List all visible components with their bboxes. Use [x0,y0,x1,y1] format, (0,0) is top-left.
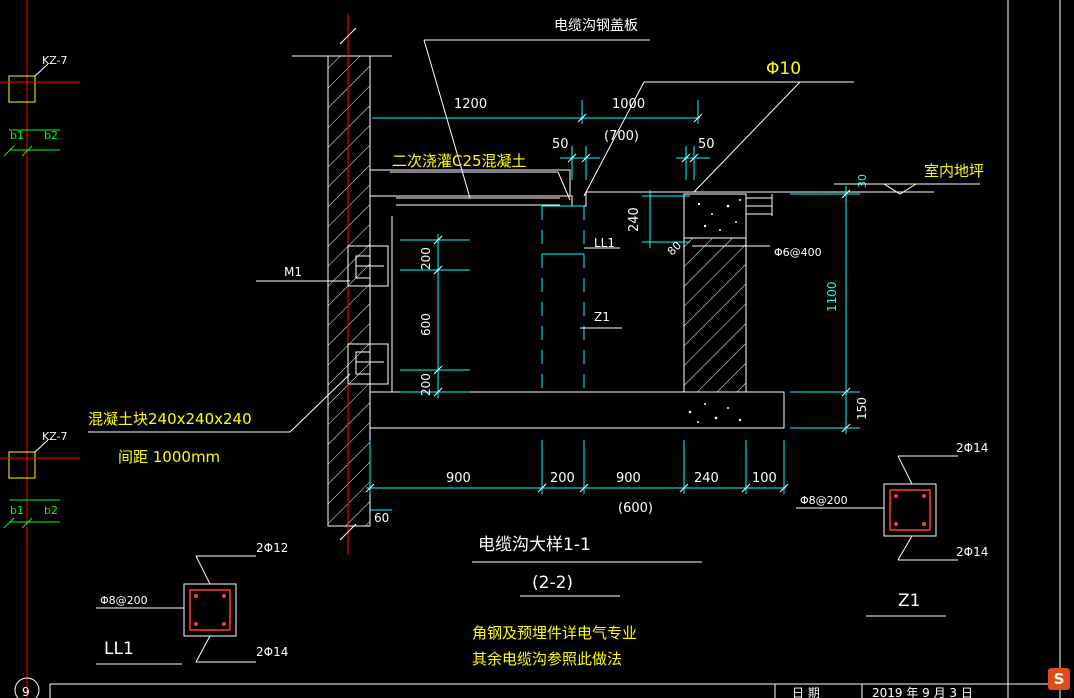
dim-240-bottom: 240 [694,471,719,486]
z1-stirrup: Φ8@200 [800,494,848,507]
dim-200-b: 200 [419,373,433,396]
dim-1000: 1000 [612,97,645,112]
dim-50-left: 50 [552,137,569,152]
b1-label-bottom: b1 [10,504,24,517]
view-subtitle: (2-2) [532,573,573,593]
indoor-floor-label: 室内地坪 [924,162,984,180]
leaders [88,39,980,433]
block-label: 混凝土块240x240x240 [88,410,252,428]
dim-150: 150 [855,397,869,420]
cover-plate-label: 电缆沟钢盖板 [554,18,638,34]
dim-240-vertical: 240 [627,207,642,232]
dim-50-right: 50 [698,137,715,152]
frame-borders [49,0,1061,698]
concrete-label: 二次浇灌C25混凝土 [392,152,527,170]
column-label-bottom: KZ-7 [42,430,68,443]
phi10-label: Φ10 [766,59,801,79]
dimension-lines [366,100,860,511]
column-label-top: KZ-7 [42,54,68,67]
ll1-top-rebar: 2Φ12 [256,541,288,555]
dim-700: (700) [604,129,639,144]
m1-label: M1 [284,265,302,279]
dim-30: 30 [856,174,869,188]
ll1-title: LL1 [104,639,134,659]
dim-600: 600 [419,313,433,336]
cover-slab [369,169,934,207]
axis-number: 9 [22,685,30,698]
grid-axis-left: KZ-7 b1 b2 KZ-7 b1 b2 9 [0,0,80,698]
title-block: 日 期 2019 年 9 月 3 日 [774,684,973,698]
watermark-logo: S [1048,668,1070,690]
dim-600-bottom: (600) [618,501,653,516]
note-line-1: 角钢及预埋件详电气专业 [472,624,637,642]
title-block-date: 2019 年 9 月 3 日 [872,686,973,698]
left-wall [292,14,392,555]
z1-bottom-rebar: 2Φ14 [956,545,988,559]
dim-1100: 1100 [825,281,839,312]
dim-60: 60 [374,511,389,525]
b2-label-top: b2 [44,129,58,142]
b1-label-top: b1 [10,129,24,142]
dim-200-bottom: 200 [550,471,575,486]
view-title: 电缆沟大样1-1 [478,535,591,555]
right-wall [683,193,773,393]
note-line-2: 其余电缆沟参照此做法 [472,650,622,668]
dim-1200: 1200 [454,97,487,112]
dim-900-b: 900 [616,471,641,486]
base-slab [369,391,785,429]
ll1-label: LL1 [594,236,615,250]
dim-200-a: 200 [419,247,433,270]
ll1-bottom-rebar: 2Φ14 [256,645,288,659]
b2-label-bottom: b2 [44,504,58,517]
trench-interior [541,205,622,392]
spacing-label: 间距 1000mm [118,448,220,466]
z1-title: Z1 [898,591,920,611]
dimension-ticks [365,113,851,493]
title-block-label: 日 期 [792,686,820,698]
z1-label: Z1 [594,310,610,324]
z1-section [796,455,958,617]
stirrup-ring-label: Φ6@400 [774,246,822,259]
ll1-section [96,555,256,665]
z1-top-rebar: 2Φ14 [956,441,988,455]
ll1-stirrup: Φ8@200 [100,594,148,607]
embedded-plates-m1 [256,216,393,392]
dim-100: 100 [752,471,777,486]
dim-900-a: 900 [446,471,471,486]
